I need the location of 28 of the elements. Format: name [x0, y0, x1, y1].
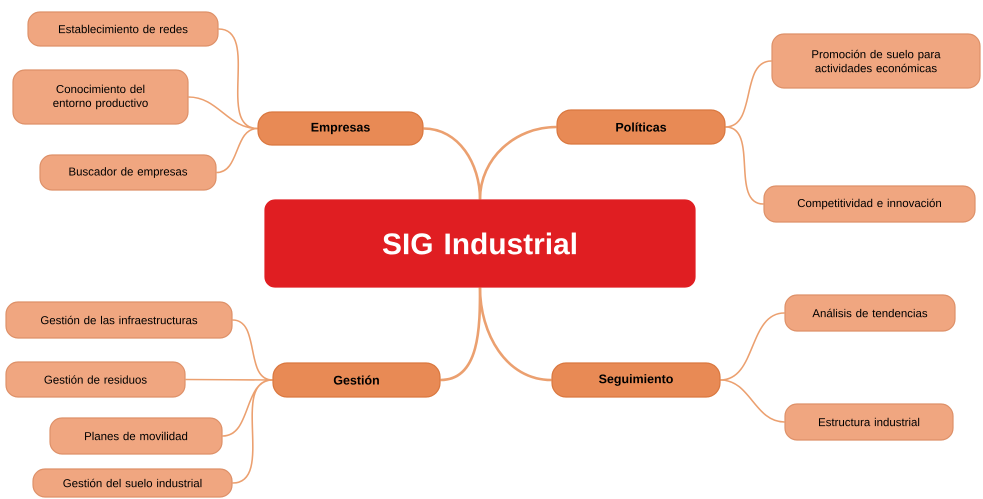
connector: [424, 127, 482, 200]
connector: [232, 379, 273, 484]
topic-box: Gestión de residuos: [5, 361, 186, 398]
topic-box: Planes de movilidad: [49, 417, 223, 455]
connector: [186, 378, 272, 381]
category-box: Gestión: [272, 362, 441, 398]
topic-box: Buscador de empresas: [39, 154, 217, 191]
connector: [725, 126, 764, 205]
connector: [216, 128, 258, 174]
category-box: Políticas: [556, 109, 726, 145]
topic-box: Estructura industrial: [784, 403, 954, 441]
topic-box: Gestión del suelo industrial: [32, 468, 233, 498]
topic-box: Gestión de las infraestructuras: [5, 301, 233, 339]
connector: [720, 379, 784, 423]
topic-box: Competitividad e innovación: [763, 185, 976, 223]
connector: [720, 312, 785, 381]
connector: [440, 288, 482, 382]
category-box: Seguimiento: [551, 362, 721, 398]
connector: [188, 96, 258, 130]
topic-box: Promoción de suelo para actividades económicas: [771, 33, 981, 89]
topic-box: Análisis de tendencias: [784, 294, 956, 332]
category-box: Empresas: [257, 111, 424, 146]
connector: [725, 60, 772, 128]
topic-box: Conocimiento del entorno productivo: [12, 69, 189, 125]
main-title-box: SIG Industrial: [264, 199, 696, 288]
connector: [478, 288, 552, 382]
connector: [478, 126, 556, 200]
topic-box: Establecimiento de redes: [27, 11, 219, 47]
